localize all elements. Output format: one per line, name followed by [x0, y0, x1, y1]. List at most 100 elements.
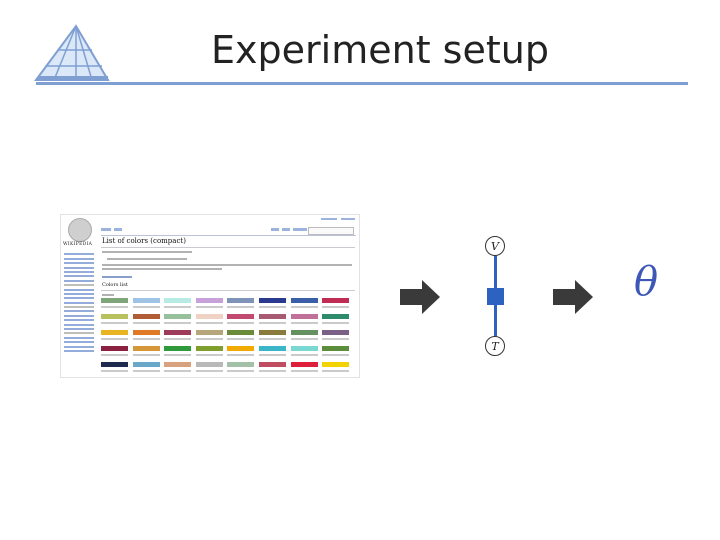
right-arrow-icon	[553, 280, 593, 314]
color-swatch-label	[132, 354, 160, 356]
section-divider	[101, 290, 355, 291]
color-swatch	[227, 346, 255, 351]
wikipedia-wordmark: WIKIPEDIA	[63, 242, 93, 247]
color-swatch	[259, 330, 286, 335]
color-swatch-label	[132, 322, 160, 324]
color-swatch-label	[195, 338, 223, 340]
section-heading: Colors list	[102, 282, 128, 288]
color-swatch	[322, 362, 350, 367]
color-swatch-label	[101, 322, 128, 324]
color-swatch	[290, 346, 318, 351]
color-swatch-label	[164, 306, 192, 308]
color-swatch	[132, 346, 160, 351]
color-swatch-label	[164, 370, 192, 372]
color-swatch-label	[164, 354, 192, 356]
color-swatch	[259, 362, 286, 367]
color-swatch	[101, 362, 128, 367]
color-swatch-label	[164, 322, 192, 324]
color-swatch-label	[290, 338, 318, 340]
color-swatch	[132, 362, 160, 367]
color-swatch-label	[101, 370, 128, 372]
color-swatch	[132, 314, 160, 319]
color-swatch-label	[322, 322, 350, 324]
article-title-divider	[101, 247, 355, 248]
color-swatch-label	[259, 354, 286, 356]
color-swatch	[322, 330, 350, 335]
color-swatch-label	[195, 370, 223, 372]
color-swatch	[259, 346, 286, 351]
color-swatch	[195, 298, 223, 303]
color-swatch-label	[259, 306, 286, 308]
right-arrow-icon	[400, 280, 440, 314]
color-swatch	[227, 314, 255, 319]
color-swatch	[164, 346, 192, 351]
theta-symbol: θ	[634, 259, 659, 305]
color-swatch	[290, 298, 318, 303]
color-swatch	[164, 314, 192, 319]
sidebar-links	[64, 251, 94, 354]
color-swatch	[101, 298, 128, 303]
article-title: List of colors (compact)	[102, 237, 186, 245]
color-swatch-label	[132, 338, 160, 340]
color-swatch-label	[259, 338, 286, 340]
color-swatch-label	[259, 370, 286, 372]
color-swatch-label	[164, 338, 192, 340]
color-swatch	[164, 298, 192, 303]
color-swatch	[290, 362, 318, 367]
color-swatch-label	[322, 354, 350, 356]
color-swatch	[290, 330, 318, 335]
color-swatch-label	[322, 306, 350, 308]
color-swatch-label	[195, 322, 223, 324]
color-swatch	[195, 362, 223, 367]
color-swatch-label	[290, 370, 318, 372]
color-swatch	[259, 314, 286, 319]
color-swatch	[164, 362, 192, 367]
wikipedia-globe-icon	[68, 218, 92, 242]
color-swatch-label	[227, 354, 255, 356]
logo-icon	[34, 24, 110, 81]
color-swatch-label	[132, 306, 160, 308]
color-swatch-label	[132, 370, 160, 372]
color-swatch	[259, 298, 286, 303]
color-swatch	[322, 314, 350, 319]
color-swatch	[101, 330, 128, 335]
color-swatch-label	[195, 306, 223, 308]
color-swatch-label	[227, 306, 255, 308]
color-swatch-label	[290, 354, 318, 356]
color-swatch	[290, 314, 318, 319]
color-swatch-label	[101, 354, 128, 356]
color-swatch-label	[101, 338, 128, 340]
factor-node	[487, 288, 504, 305]
color-swatch-label	[322, 370, 350, 372]
color-swatch-label	[227, 338, 255, 340]
personal-toolbar	[261, 218, 356, 221]
page-tabs	[101, 227, 356, 236]
color-swatch-label	[101, 306, 128, 308]
color-swatch	[101, 314, 128, 319]
color-swatch-label	[259, 322, 286, 324]
color-swatch	[101, 346, 128, 351]
color-swatch	[322, 346, 350, 351]
color-swatch-label	[227, 370, 255, 372]
color-swatch	[195, 330, 223, 335]
title-underline	[36, 82, 688, 85]
color-swatch-label	[195, 354, 223, 356]
color-swatch	[227, 362, 255, 367]
color-swatch-label	[227, 322, 255, 324]
slide-title: Experiment setup	[211, 28, 549, 72]
color-swatch	[164, 330, 192, 335]
color-swatch	[322, 298, 350, 303]
color-swatch	[195, 314, 223, 319]
color-swatch-label	[322, 338, 350, 340]
color-swatch	[227, 330, 255, 335]
color-swatch	[132, 330, 160, 335]
wikipedia-screenshot: WIKIPEDIA List of colors (compact) Color…	[60, 214, 360, 378]
variable-node-t: T	[485, 336, 505, 356]
color-swatch-label	[290, 306, 318, 308]
search-input	[308, 227, 354, 235]
variable-node-v: V	[485, 236, 505, 256]
color-swatch	[195, 346, 223, 351]
color-swatch	[132, 298, 160, 303]
color-swatch-label	[290, 322, 318, 324]
color-swatch	[227, 298, 255, 303]
